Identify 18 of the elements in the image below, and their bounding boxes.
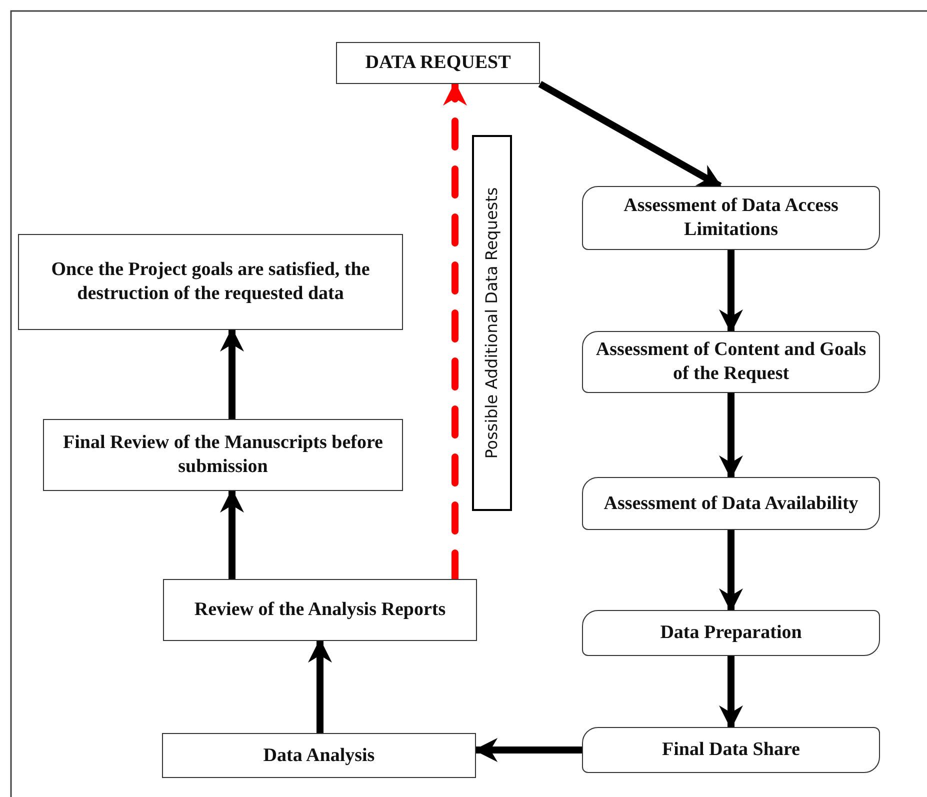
- process-box: Data Analysis: [162, 733, 476, 778]
- process-box-rounded: Final Data Share: [582, 727, 880, 773]
- arrow: [308, 638, 332, 733]
- note-box: Possible Additional Data Requests: [472, 135, 512, 511]
- process-box: Review of the Analysis Reports: [163, 579, 477, 641]
- arrow: [719, 393, 743, 480]
- process-box-rounded: Assessment of Data Availability: [582, 477, 880, 530]
- process-box: Final Review of the Manuscripts before submission: [43, 419, 403, 491]
- process-box-rounded: Assessment of Content and Goals of the Request: [582, 331, 880, 393]
- process-box: DATA REQUEST: [336, 42, 540, 84]
- arrow: [220, 328, 244, 419]
- process-box-rounded: Assessment of Data Access Limitations: [582, 186, 880, 250]
- arrow: [220, 488, 244, 579]
- process-box-rounded: Data Preparation: [582, 610, 880, 656]
- arrow: [719, 530, 743, 612]
- arrow: [719, 250, 743, 334]
- arrow: [719, 656, 743, 730]
- process-box: Once the Project goals are satisfied, the destruction of the requested data: [18, 234, 403, 330]
